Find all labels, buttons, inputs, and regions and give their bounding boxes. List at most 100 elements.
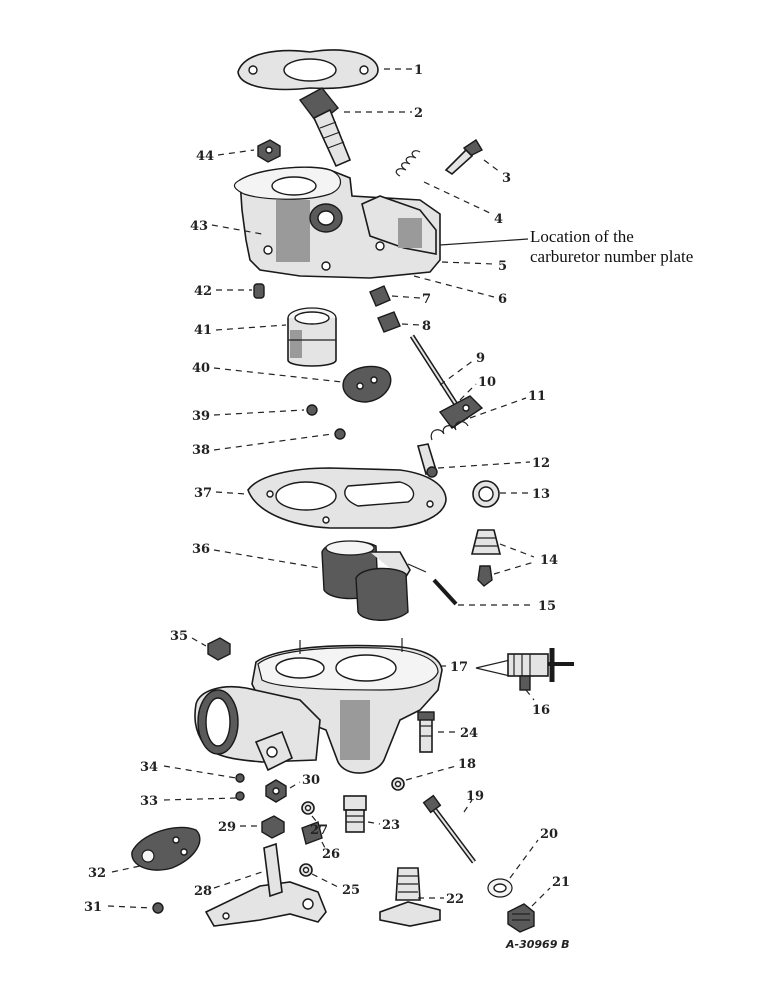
callout-36: 36 xyxy=(192,542,210,557)
leader-28 xyxy=(213,871,263,889)
part-33-washer xyxy=(235,791,245,801)
callout-24: 24 xyxy=(460,726,478,741)
part-34-screw xyxy=(235,773,245,783)
callout-16: 16 xyxy=(532,703,550,718)
leader-36 xyxy=(213,549,321,569)
callout-22: 22 xyxy=(446,892,464,907)
callout-21: 21 xyxy=(552,875,570,890)
part-3-screw xyxy=(444,139,483,176)
part-27-washer xyxy=(301,801,315,815)
part-12-screw xyxy=(416,443,438,478)
callout-10: 10 xyxy=(478,375,496,390)
leader-4 xyxy=(423,181,493,215)
callout-35: 35 xyxy=(170,629,188,644)
leader-43 xyxy=(211,224,263,235)
callout-42: 42 xyxy=(194,284,212,299)
part-7-bushing xyxy=(369,285,391,307)
leader-40 xyxy=(213,367,343,383)
leader-10 xyxy=(459,383,477,401)
callout-27: 27 xyxy=(310,823,328,838)
part-43-throttle-body xyxy=(233,166,441,279)
leader-14a xyxy=(499,543,535,558)
callout-32: 32 xyxy=(88,866,106,881)
leader-25 xyxy=(311,873,341,889)
part-18-washer xyxy=(391,777,405,791)
part-30-nut xyxy=(265,779,287,803)
part-21-plug xyxy=(507,903,535,933)
callout-4: 4 xyxy=(494,212,503,227)
part-38-screw xyxy=(334,428,346,440)
part-2-elbow-fitting xyxy=(298,87,352,168)
leader-38 xyxy=(213,433,333,451)
leader-39 xyxy=(213,409,305,416)
leader-44 xyxy=(217,149,255,156)
part-10-lever xyxy=(438,395,484,429)
part-19-needle-valve xyxy=(422,794,476,864)
callout-23: 23 xyxy=(382,818,400,833)
leader-21 xyxy=(531,887,551,907)
leader-14b xyxy=(493,561,535,575)
callout-20: 20 xyxy=(540,827,558,842)
part-24-screw xyxy=(417,711,435,753)
part-17-carburetor-body xyxy=(194,638,443,774)
leader-34 xyxy=(163,765,237,779)
leader-5 xyxy=(441,261,495,265)
callout-8: 8 xyxy=(422,319,431,334)
part-20-gasket-ring xyxy=(487,878,513,898)
callout-5: 5 xyxy=(498,259,507,274)
callout-18: 18 xyxy=(458,757,476,772)
callout-11: 11 xyxy=(528,389,546,404)
callout-3: 3 xyxy=(502,171,511,186)
leader-23 xyxy=(367,821,381,825)
part-11-spring xyxy=(430,421,469,441)
leader-37 xyxy=(215,491,247,495)
part-25-washer xyxy=(299,863,313,877)
leader-3 xyxy=(483,159,501,173)
callout-19: 19 xyxy=(466,789,484,804)
note-line-1: Location of the xyxy=(530,227,634,246)
leader-32 xyxy=(111,865,141,873)
part-32-diaphragm-plate xyxy=(131,826,201,871)
leader-31 xyxy=(107,905,153,909)
note-line-2: carburetor number plate xyxy=(530,247,693,266)
part-23-plug xyxy=(343,795,367,833)
leader-18 xyxy=(405,765,457,781)
leader-lines xyxy=(107,68,551,909)
callout-25: 25 xyxy=(342,883,360,898)
part-39-screw xyxy=(306,404,318,416)
callout-12: 12 xyxy=(532,456,550,471)
callout-28: 28 xyxy=(194,884,212,899)
part-44-nut xyxy=(257,139,281,163)
part-4-spring xyxy=(395,150,421,177)
leader-6 xyxy=(413,275,495,298)
part-8-bushing xyxy=(377,311,401,333)
callout-14: 14 xyxy=(540,553,558,568)
callout-17: 17 xyxy=(450,660,468,675)
leader-26 xyxy=(321,841,327,851)
callout-40: 40 xyxy=(192,361,210,376)
part-40-throttle-plate xyxy=(342,365,392,403)
callout-33: 33 xyxy=(140,794,158,809)
callout-15: 15 xyxy=(538,599,556,614)
callout-13: 13 xyxy=(532,487,550,502)
leader-16 xyxy=(525,689,535,701)
callout-7: 7 xyxy=(422,292,431,307)
callout-9: 9 xyxy=(476,351,485,366)
part-14-needle-and-seat xyxy=(470,529,502,587)
part-36-float xyxy=(321,540,427,621)
leader-35 xyxy=(191,637,207,647)
part-13-washer xyxy=(472,480,500,508)
leader-19 xyxy=(463,799,473,813)
callout-38: 38 xyxy=(192,443,210,458)
part-42-small-screw xyxy=(253,283,265,299)
leader-27 xyxy=(311,815,321,827)
part-28-throttle-lever xyxy=(204,842,327,927)
part-16-shutoff-valve xyxy=(475,648,574,691)
drawing-code: A-30969 B xyxy=(505,938,570,951)
callout-6: 6 xyxy=(498,292,507,307)
leader-33 xyxy=(163,797,237,801)
leader-41 xyxy=(215,324,287,331)
leader-30 xyxy=(289,781,301,789)
leader-12 xyxy=(437,461,531,469)
